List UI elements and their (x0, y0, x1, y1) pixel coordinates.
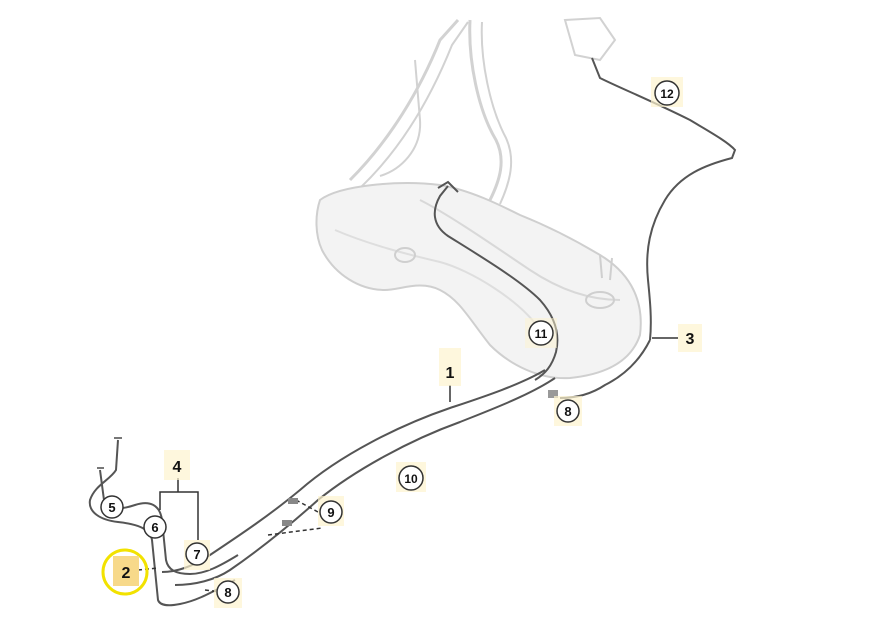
callout-6-label: 6 (151, 520, 158, 535)
callout-6[interactable]: 6 (143, 515, 167, 539)
callout-3[interactable]: 3 (678, 324, 702, 352)
callout-11-label: 11 (535, 327, 548, 341)
callout-8-upper[interactable]: 8 (554, 396, 582, 426)
callout-12-label: 12 (660, 87, 674, 101)
connector-9b (282, 520, 292, 526)
bracket-4 (159, 478, 199, 540)
callout-8-lower-label: 8 (224, 585, 231, 600)
connector-8 (548, 390, 558, 398)
callout-4-label: 4 (173, 459, 182, 476)
callout-2[interactable]: 2 (101, 548, 149, 596)
callout-7[interactable]: 7 (184, 540, 210, 570)
line-end-fitting (97, 437, 122, 469)
fuel-tank-saddle (419, 199, 621, 301)
callout-10[interactable]: 10 (396, 462, 426, 492)
callout-12[interactable]: 12 (651, 77, 683, 107)
leader-9 (267, 499, 323, 536)
callout-8-lower[interactable]: 8 (214, 578, 242, 608)
callout-9-label: 9 (327, 505, 334, 520)
fuel-line-10 (174, 377, 556, 586)
tank-port-left (394, 247, 416, 263)
callout-1[interactable]: 1 (439, 348, 461, 386)
fuel-line-11 (433, 185, 559, 381)
fuel-tank-body (315, 182, 642, 380)
callout-10-label: 10 (404, 472, 418, 486)
tank-stub (599, 254, 613, 281)
fuel-tank-saddle-lower (334, 229, 541, 331)
fuel-line-5 (88, 439, 236, 607)
callout-1-label: 1 (446, 365, 455, 382)
fuel-line-1 (161, 369, 546, 573)
callout-5[interactable]: 5 (100, 495, 124, 519)
fuel-tank-ghost (348, 16, 617, 205)
callout-4[interactable]: 4 (164, 450, 190, 480)
fuel-line-12 (591, 57, 737, 341)
callout-9[interactable]: 9 (318, 496, 344, 526)
leader-8b (204, 589, 221, 593)
fuel-line-11-clip (437, 180, 459, 193)
callout-11[interactable]: 11 (525, 318, 557, 348)
callout-8-upper-label: 8 (564, 404, 571, 419)
connector-9a (288, 498, 298, 504)
callout-7-label: 7 (193, 547, 200, 562)
tank-port-right (585, 291, 615, 309)
callout-5-label: 5 (108, 500, 115, 515)
callout-2-label: 2 (122, 565, 131, 582)
callout-3-label: 3 (686, 331, 695, 348)
